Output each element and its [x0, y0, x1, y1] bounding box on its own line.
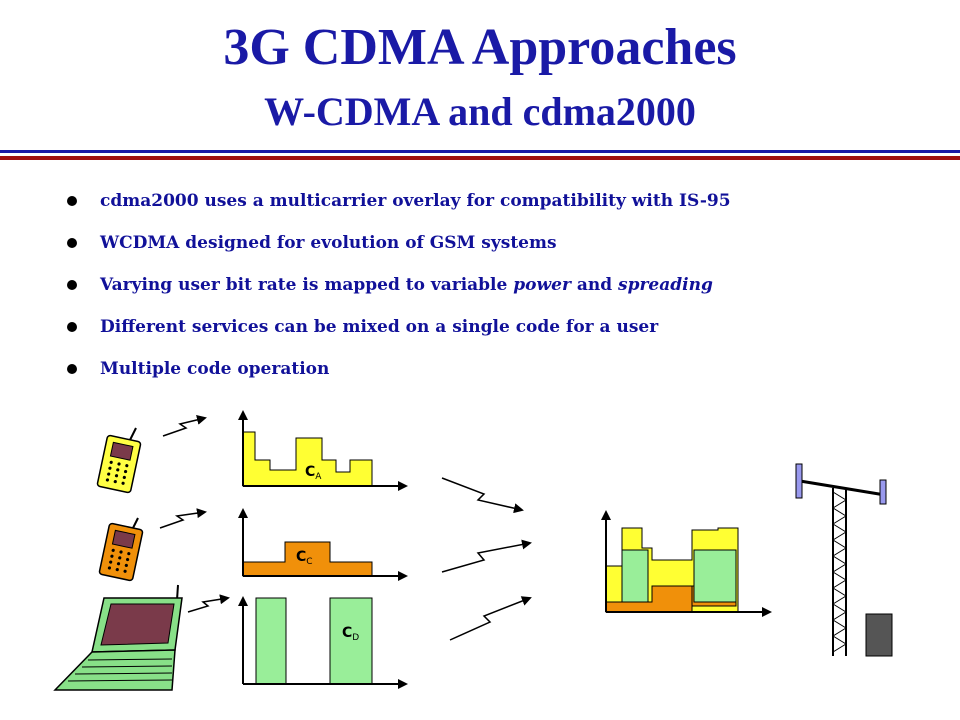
combined-signal-chart	[601, 510, 772, 617]
lightning-signal-icon	[162, 415, 207, 437]
laptop-icon	[53, 584, 183, 691]
slide-subtitle: W-CDMA and cdma2000	[264, 89, 696, 134]
lightning-signal-icon	[441, 539, 532, 573]
bullet-dot-icon	[67, 322, 77, 332]
bullet-text: Varying user bit rate is mapped to varia…	[100, 275, 514, 295]
lightning-signal-icon	[187, 594, 230, 613]
slide-title: 3G CDMA Approaches	[223, 19, 737, 76]
bullet-text: and	[570, 275, 619, 295]
bullet-item: WCDMA designed for evolution of GSM syst…	[0, 224, 960, 266]
code-label-c: CC	[296, 549, 313, 567]
bullet-text: cdma2000 uses a multicarrier overlay for…	[100, 191, 731, 211]
bullet-text: WCDMA designed for evolution of GSM syst…	[100, 233, 557, 253]
bullet-item: Different services can be mixed on a sin…	[0, 308, 960, 350]
code-signal-chart-d: CD	[238, 596, 408, 689]
bullet-dot-icon	[67, 364, 77, 374]
bullet-item: cdma2000 uses a multicarrier overlay for…	[0, 182, 960, 224]
bullet-text: Different services can be mixed on a sin…	[100, 317, 659, 337]
bullet-item: Varying user bit rate is mapped to varia…	[0, 266, 960, 308]
mobile-phone-icon	[98, 517, 144, 582]
bullet-text: Multiple code operation	[100, 359, 330, 379]
radio-tower-icon	[795, 463, 893, 657]
bullet-dot-icon	[67, 196, 77, 206]
lightning-signal-icon	[159, 508, 207, 529]
title-rule-blue	[0, 150, 960, 153]
lightning-signal-icon	[441, 477, 524, 514]
code-label-a: CA	[305, 464, 322, 482]
code-signal-chart-c: CC	[238, 508, 408, 581]
code-signal-chart-a: CA	[238, 410, 408, 491]
bullet-item: Multiple code operation	[0, 350, 960, 392]
title-rule-red	[0, 156, 960, 160]
bullet-list: cdma2000 uses a multicarrier overlay for…	[0, 182, 960, 392]
bullet-emphasis-spreading: spreading	[618, 275, 713, 295]
bullet-dot-icon	[67, 238, 77, 248]
bullet-dot-icon	[67, 280, 77, 290]
bullet-emphasis-power: power	[513, 275, 571, 295]
code-label-d: CD	[342, 625, 359, 643]
lightning-signal-icon	[449, 596, 532, 641]
mobile-phone-icon	[96, 427, 142, 494]
